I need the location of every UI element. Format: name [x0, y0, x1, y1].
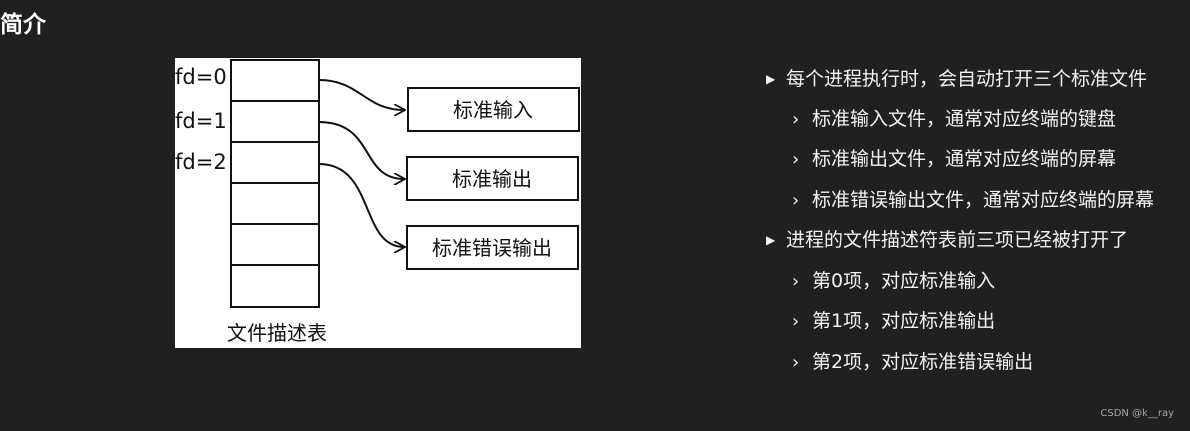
fd-table-cell: [230, 264, 320, 308]
page-title: 简介: [0, 12, 46, 38]
fd-table-cell: [230, 100, 320, 143]
fd-table-diagram: fd=0 fd=1 fd=2 标准输入 标准输出 标准错误输出 文件描述表: [175, 58, 581, 348]
bullet-text: 第0项，对应标准输入: [812, 270, 996, 292]
chevron-right-icon: ›: [792, 190, 800, 211]
fd-table-cell: [230, 59, 320, 102]
watermark: CSDN @k__ray: [1100, 408, 1174, 419]
chevron-right-icon: ›: [792, 109, 800, 130]
chevron-right-icon: ›: [792, 352, 800, 373]
bullet-item: › 第0项，对应标准输入: [792, 266, 995, 297]
fd-diagram-svg: fd=0 fd=1 fd=2 标准输入 标准输出 标准错误输出 文件描述表: [175, 59, 580, 345]
fd0-label: fd=0: [175, 65, 227, 89]
bullet-item: › 标准输入文件，通常对应终端的键盘: [792, 104, 1116, 135]
bullet-text: 标准输入文件，通常对应终端的键盘: [812, 108, 1117, 130]
bullet-text: 标准输出文件，通常对应终端的屏幕: [812, 148, 1117, 170]
bullet-item: ▶ 进程的文件描述符表前三项已经被打开了: [766, 225, 1128, 255]
stdin-box-label: 标准输入: [453, 98, 533, 122]
bullet-text: 第2项，对应标准错误输出: [812, 351, 1034, 373]
stdout-box-label: 标准输出: [452, 167, 532, 191]
bullet-text: 标准错误输出文件，通常对应终端的屏幕: [812, 189, 1155, 211]
triangle-right-icon: ▶: [766, 72, 776, 86]
bullet-item: › 第2项，对应标准错误输出: [792, 347, 1033, 378]
bullet-item: ▶ 每个进程执行时，会自动打开三个标准文件: [766, 64, 1147, 94]
stderr-box: [406, 225, 579, 270]
fd-table-caption: 文件描述表: [227, 321, 327, 345]
fd-table-cell: [230, 223, 320, 266]
stdout-box: [406, 156, 579, 201]
fd2-label: fd=2: [175, 150, 227, 174]
arrow-fd2-to-stderr: [318, 163, 404, 247]
fd1-label: fd=1: [175, 109, 227, 133]
chevron-right-icon: ›: [792, 271, 800, 292]
arrow-fd1-to-stdout: [318, 121, 404, 179]
fd-table-cell: [230, 182, 320, 225]
bullet-item: › 第1项，对应标准输出: [792, 306, 995, 337]
chevron-right-icon: ›: [792, 149, 800, 170]
bullet-item: › 标准输出文件，通常对应终端的屏幕: [792, 144, 1116, 175]
arrow-fd0-to-stdin: [318, 79, 404, 110]
fd-table: [230, 59, 320, 308]
stdin-box: [407, 87, 580, 132]
chevron-right-icon: ›: [792, 311, 800, 332]
bullet-text: 进程的文件描述符表前三项已经被打开了: [786, 229, 1129, 251]
bullet-text: 第1项，对应标准输出: [812, 310, 996, 332]
fd-table-cell: [230, 141, 320, 184]
triangle-right-icon: ▶: [766, 233, 776, 247]
bullet-text: 每个进程执行时，会自动打开三个标准文件: [786, 68, 1148, 90]
bullet-item: › 标准错误输出文件，通常对应终端的屏幕: [792, 185, 1154, 216]
stderr-box-label: 标准错误输出: [432, 236, 552, 260]
